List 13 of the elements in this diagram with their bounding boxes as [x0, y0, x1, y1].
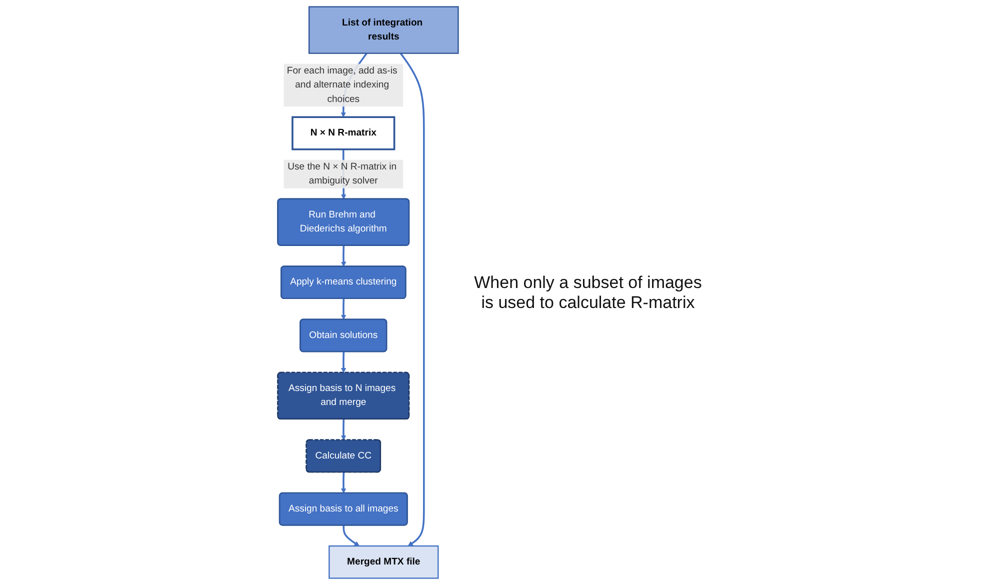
- arrow: [340, 472, 346, 494]
- edge-label: Use the N × N R-matrix in ambiguity solver: [288, 162, 397, 186]
- arrow: [340, 419, 346, 440]
- arrow: [340, 246, 346, 267]
- arrow: [400, 52, 425, 546]
- arrow: [340, 298, 346, 320]
- arrow: [340, 352, 346, 373]
- arrow: [342, 525, 360, 546]
- node-box: N × N R-matrix: [292, 116, 396, 150]
- note-text: When only a subset of images is used to calculate R-matrix: [473, 272, 703, 312]
- node-box: Merged MTX file: [328, 545, 439, 579]
- edge-label: For each image, add as-is and alternate indexing choices: [286, 66, 398, 104]
- node-box: List of integration results: [308, 6, 459, 54]
